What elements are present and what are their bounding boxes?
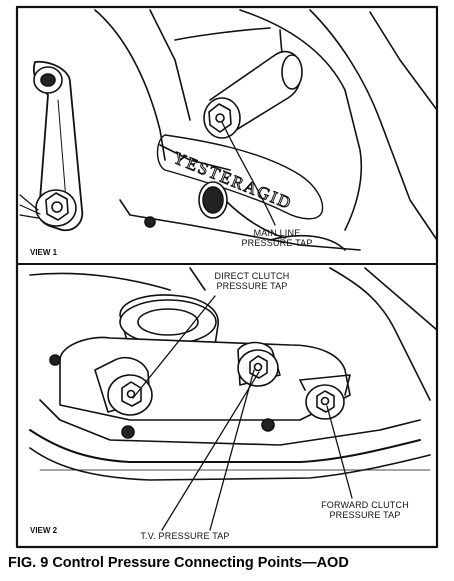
view2-label: VIEW 2 [30, 526, 58, 535]
main-line-label: MAIN LINE PRESSURE TAP [232, 228, 322, 248]
main-line-text-1: MAIN LINE [253, 228, 301, 238]
main-line-leader [221, 121, 276, 226]
forward-clutch-text-1: FORWARD CLUTCH [321, 500, 409, 510]
tv-leader-1 [161, 371, 260, 531]
direct-clutch-label: DIRECT CLUTCH PRESSURE TAP [202, 271, 302, 291]
tv-leader-2 [209, 369, 255, 531]
direct-clutch-leader [132, 295, 216, 399]
direct-clutch-text-1: DIRECT CLUTCH [214, 271, 290, 281]
view1-label: VIEW 1 [30, 248, 58, 257]
figure-frame [15, 5, 439, 549]
tv-pressure-text: T.V. PRESSURE TAP [140, 531, 230, 541]
direct-clutch-text-2: PRESSURE TAP [216, 281, 288, 291]
forward-clutch-leader [326, 405, 353, 499]
view1-drawing: YESTERAGID [19, 9, 438, 251]
main-line-text-2: PRESSURE TAP [241, 238, 313, 248]
forward-clutch-label: FORWARD CLUTCH PRESSURE TAP [315, 500, 415, 520]
casting-text: YESTERAGID [171, 148, 296, 213]
figure-caption: FIG. 9 Control Pressure Connecting Point… [8, 555, 349, 571]
tv-pressure-label: T.V. PRESSURE TAP [120, 531, 250, 541]
forward-clutch-text-2: PRESSURE TAP [329, 510, 401, 520]
view2-drawing [29, 267, 438, 481]
